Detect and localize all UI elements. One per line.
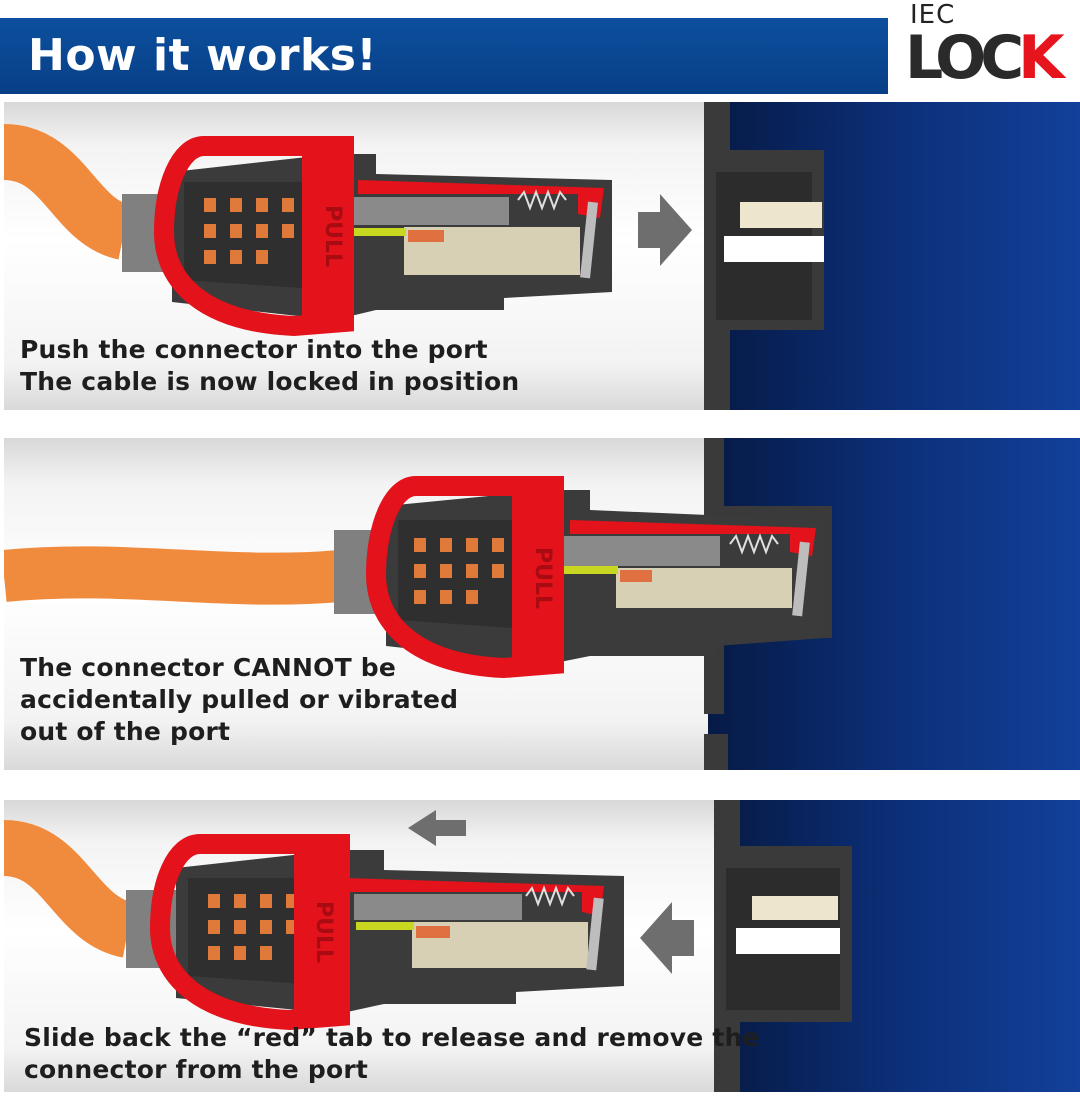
port-pin-bottom: [724, 236, 824, 262]
panel-push: PULL Push the connector into the port Th…: [4, 102, 1080, 410]
release-rail: [570, 520, 816, 556]
port-pin-top: [752, 896, 838, 920]
caption-line: The cable is now locked in position: [20, 367, 520, 396]
earth-wire: [354, 228, 406, 236]
panel-locked: PULL The connector CANNOT be accidentall…: [4, 438, 1080, 770]
port-pin-bottom: [736, 928, 840, 954]
iec-lock-logo: IEC LOCK: [905, 0, 1080, 95]
panel-locked-caption: The connector CANNOT be accidentally pul…: [20, 652, 458, 748]
release-rail: [344, 878, 604, 916]
caption-line: accidentally pulled or vibrated: [20, 685, 459, 714]
earth-wire: [356, 922, 414, 930]
pull-tab-grip[interactable]: [302, 146, 348, 326]
contact-tip: [408, 230, 444, 242]
arrow-left-icon: [640, 902, 694, 974]
contact-tip: [416, 926, 450, 938]
caption-line: Slide back the “red” tab to release and …: [24, 1023, 760, 1052]
arrow-right-icon: [638, 194, 692, 266]
connector-rail: [349, 197, 509, 225]
latch-icon: [586, 897, 604, 971]
contact-tip: [620, 570, 652, 582]
caption-line: The connector CANNOT be: [20, 653, 397, 682]
logo-big-text: LOCK: [905, 28, 1065, 88]
panel-locked-illustration: PULL: [4, 438, 1080, 770]
latch-icon: [580, 201, 598, 279]
header-bar: How it works!: [0, 18, 888, 94]
cable: [4, 124, 132, 260]
spring-icon: [517, 189, 567, 211]
pull-label: PULL: [530, 547, 555, 609]
port-pin-top: [740, 202, 822, 228]
panel-release-caption: Slide back the “red” tab to release and …: [24, 1022, 760, 1086]
arrow-left-icon: [408, 810, 466, 846]
logo-main: LOC: [905, 23, 1024, 93]
pull-tab[interactable]: [149, 834, 350, 1031]
panel-release: PULL Slide back the “red” tab to release…: [4, 800, 1080, 1092]
pull-label: PULL: [320, 205, 345, 267]
panel-push-caption: Push the connector into the port The cab…: [20, 334, 519, 398]
logo-small-text: IEC: [910, 0, 956, 30]
cable: [4, 546, 343, 605]
release-rail: [358, 180, 604, 218]
grip-pattern: [208, 894, 298, 960]
port-edge: [704, 734, 728, 770]
connector-rail: [560, 536, 720, 566]
grip-pattern: [204, 198, 294, 264]
earth-wire: [564, 566, 618, 574]
grip-body: [398, 520, 512, 628]
pull-tab-grip[interactable]: [512, 486, 558, 668]
caption-line: Push the connector into the port: [20, 335, 488, 364]
panel-push-illustration: PULL: [4, 102, 1080, 410]
cable: [4, 820, 136, 958]
pull-tab[interactable]: [153, 136, 354, 337]
connector-rail: [354, 894, 522, 920]
pull-label: PULL: [311, 901, 336, 963]
page-title: How it works!: [28, 30, 378, 81]
pull-tab-grip[interactable]: [294, 844, 340, 1020]
caption-line: connector from the port: [24, 1055, 369, 1084]
panel-release-illustration: PULL: [4, 800, 1080, 1092]
caption-line: out of the port: [20, 717, 231, 746]
grip-pattern: [414, 538, 504, 604]
latch-icon: [792, 541, 810, 617]
logo-accent: K: [1018, 23, 1064, 93]
spring-icon: [729, 533, 779, 555]
spring-icon: [525, 885, 575, 907]
pull-tab[interactable]: [365, 476, 564, 679]
